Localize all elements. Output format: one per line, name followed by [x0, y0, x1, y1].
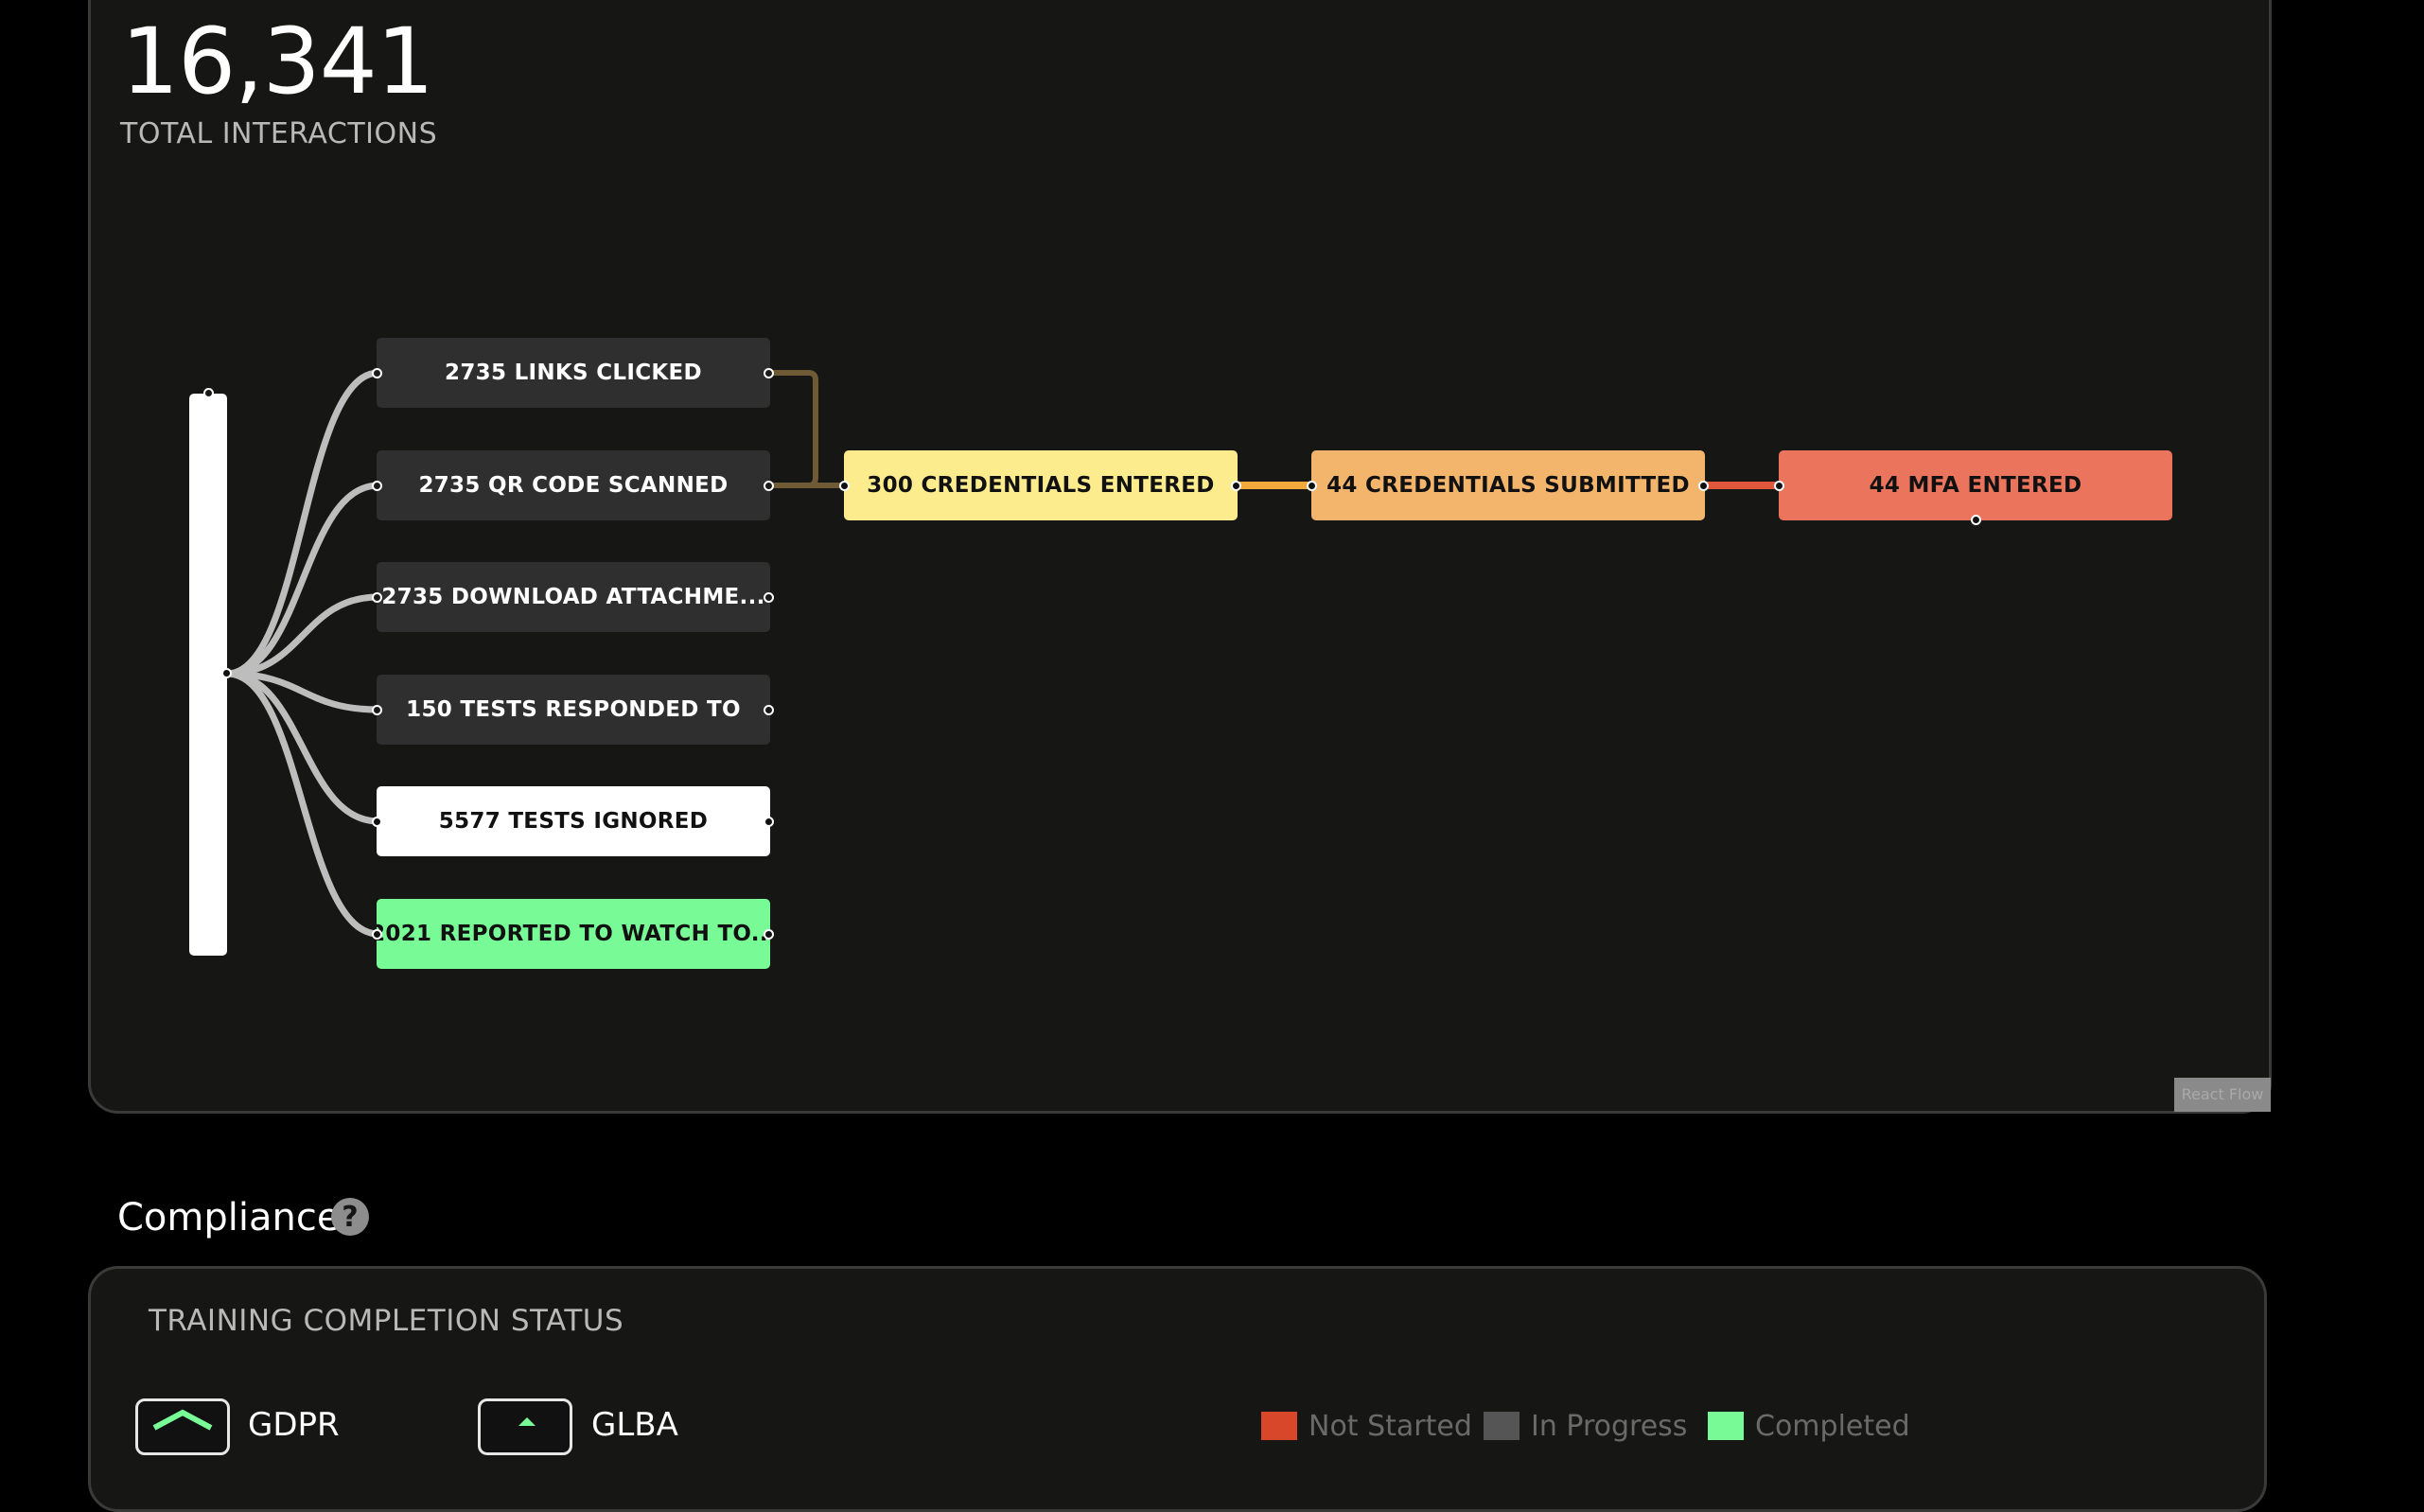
node-tests-ignored[interactable]: 5577 TESTS IGNORED — [377, 786, 770, 856]
download-target-handle[interactable] — [372, 592, 382, 603]
credentials-submitted-source-handle[interactable] — [1698, 481, 1709, 491]
legend-not-started-swatch — [1261, 1412, 1297, 1440]
tests-responded-source-handle[interactable] — [764, 705, 774, 715]
reported-target-handle[interactable] — [372, 929, 382, 940]
node-download-attachment[interactable]: 2735 DOWNLOAD ATTACHME... — [377, 562, 770, 632]
links-clicked-target-handle[interactable] — [372, 368, 382, 378]
node-mfa-entered[interactable]: 44 MFA ENTERED — [1779, 450, 2172, 520]
shield-icon — [152, 1409, 213, 1431]
node-reported[interactable]: 2021 REPORTED TO WATCH TO... — [377, 899, 770, 969]
tests-ignored-target-handle[interactable] — [372, 817, 382, 827]
node-credentials-submitted[interactable]: 44 CREDENTIALS SUBMITTED — [1311, 450, 1705, 520]
root-top-handle[interactable] — [203, 388, 214, 398]
mfa-target-handle[interactable] — [1774, 481, 1784, 491]
legend-in-progress-swatch — [1484, 1412, 1519, 1440]
links-clicked-source-handle[interactable] — [764, 368, 774, 378]
root-node[interactable] — [189, 394, 227, 956]
legend-in-progress-label: In Progress — [1531, 1410, 1688, 1443]
glba-label: GLBA — [591, 1406, 678, 1444]
glba-badge[interactable] — [478, 1398, 572, 1455]
gdpr-label: GDPR — [248, 1406, 340, 1444]
react-flow-attribution[interactable]: React Flow — [2174, 1078, 2271, 1112]
legend-completed-label: Completed — [1755, 1410, 1910, 1443]
download-source-handle[interactable] — [764, 592, 774, 603]
total-interactions-value: 16,341 — [121, 9, 434, 114]
question-mark-icon[interactable]: ? — [331, 1198, 369, 1236]
legend-not-started-label: Not Started — [1309, 1410, 1472, 1443]
credentials-entered-source-handle[interactable] — [1231, 481, 1241, 491]
qr-code-target-handle[interactable] — [372, 481, 382, 491]
qr-code-source-handle[interactable] — [764, 481, 774, 491]
root-source-handle[interactable] — [221, 668, 232, 678]
compliance-heading: Compliance — [117, 1196, 341, 1239]
shield-icon — [518, 1417, 536, 1426]
node-qr-code-scanned[interactable]: 2735 QR CODE SCANNED — [377, 450, 770, 520]
reported-source-handle[interactable] — [764, 929, 774, 940]
credentials-entered-target-handle[interactable] — [839, 481, 850, 491]
gdpr-badge[interactable] — [135, 1398, 230, 1455]
tests-responded-target-handle[interactable] — [372, 705, 382, 715]
mfa-bottom-handle[interactable] — [1971, 515, 1981, 525]
total-interactions-label: TOTAL INTERACTIONS — [120, 117, 438, 150]
legend-completed-swatch — [1708, 1412, 1744, 1440]
training-completion-title: TRAINING COMPLETION STATUS — [149, 1304, 624, 1338]
node-credentials-entered[interactable]: 300 CREDENTIALS ENTERED — [844, 450, 1238, 520]
node-links-clicked[interactable]: 2735 LINKS CLICKED — [377, 338, 770, 408]
node-tests-responded[interactable]: 150 TESTS RESPONDED TO — [377, 675, 770, 745]
credentials-submitted-target-handle[interactable] — [1307, 481, 1317, 491]
tests-ignored-source-handle[interactable] — [764, 817, 774, 827]
